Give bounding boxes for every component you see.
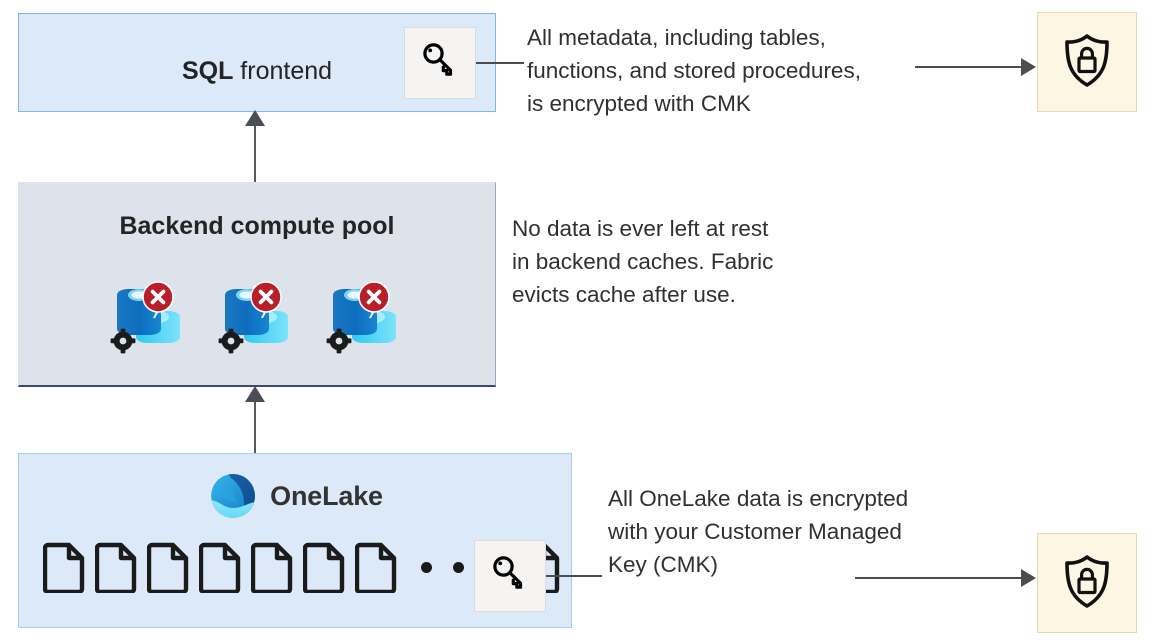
- file-icon: [355, 541, 399, 593]
- sql-frontend-title: SQL frontend: [19, 57, 495, 86]
- annotation-no-data-at-rest: No data is ever left at rest in backend …: [512, 216, 774, 307]
- compute-node: [325, 278, 405, 356]
- shield-lock-icon: [1056, 550, 1118, 617]
- onelake-logo-icon: [207, 470, 259, 522]
- connector-line: [254, 124, 256, 182]
- file-icon: [95, 541, 139, 593]
- connector-arrowhead: [245, 386, 265, 402]
- ellipsis-dot: [421, 561, 432, 573]
- annotation-onelake-cmk: All OneLake data is encrypted with your …: [608, 486, 909, 577]
- compute-node: [109, 278, 189, 356]
- sql-frontend-title-bold: SQL: [181, 57, 234, 85]
- connector-arrowhead: [1021, 58, 1036, 76]
- shield-lock-icon: [1056, 29, 1118, 96]
- file-icon: [199, 541, 243, 593]
- file-icon: [43, 541, 87, 593]
- connector-onelake-key-stub: [546, 575, 602, 577]
- key-icon: [417, 38, 463, 89]
- backend-compute-pool-box: Backend compute pool: [18, 182, 496, 387]
- compute-node-row: [19, 278, 495, 356]
- connector-arrowhead: [1021, 569, 1036, 587]
- onelake-brand: OneLake: [19, 470, 571, 522]
- connector-onelake-to-shield: [855, 577, 1023, 579]
- shield-chip-top: [1037, 12, 1137, 112]
- onelake-key-chip[interactable]: [474, 540, 546, 612]
- compute-node: [217, 278, 297, 356]
- file-icon: [303, 541, 347, 593]
- connector-arrowhead: [245, 110, 265, 126]
- file-icon: [147, 541, 191, 593]
- ellipsis-dot: [453, 561, 464, 573]
- backend-pool-title: Backend compute pool: [119, 212, 395, 240]
- onelake-label: OneLake: [270, 480, 383, 511]
- shield-chip-bottom: [1037, 533, 1137, 633]
- key-icon: [487, 551, 533, 602]
- annotation-metadata-cmk: All metadata, including tables, function…: [527, 25, 861, 116]
- sql-frontend-title-rest: frontend: [233, 57, 333, 85]
- file-icon: [251, 541, 295, 593]
- connector-line: [254, 400, 256, 453]
- sql-frontend-key-chip[interactable]: [404, 27, 476, 99]
- connector-metadata-to-shield: [915, 66, 1023, 68]
- connector-sql-key-stub: [476, 62, 524, 64]
